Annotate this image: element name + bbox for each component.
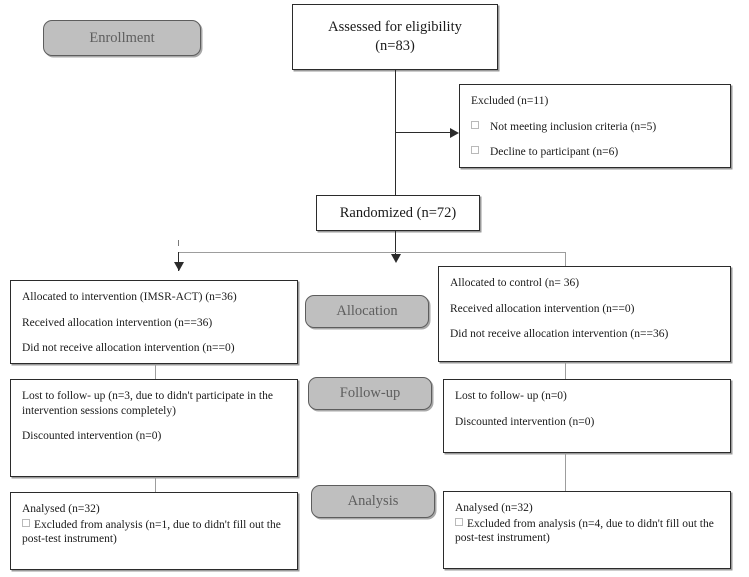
assessed-text: Assessed for eligibility (n=83) <box>293 5 497 69</box>
connector-to-excluded <box>395 132 452 133</box>
assessed-line2: (n=83) <box>375 38 415 54</box>
excluded-item-0: Not meeting inclusion criteria (n=5) <box>471 120 719 135</box>
box-assessed-for-eligibility: Assessed for eligibility (n=83) <box>292 4 498 70</box>
randomized-label: Randomized (n=72) <box>339 204 457 221</box>
stage-label-enrollment: Enrollment <box>43 20 201 56</box>
followup-intervention-line-1: Discounted intervention (n=0) <box>22 430 162 443</box>
checkbox-icon <box>22 518 30 527</box>
box-allocated-intervention: Allocated to intervention (IMSR-ACT) (n=… <box>10 280 298 364</box>
connector-control-alloc-to-followup <box>565 362 566 379</box>
analysis-control-heading: Analysed (n=32) <box>455 502 533 514</box>
analysis-intervention-excluded: Excluded from analysis (n=1, due to didn… <box>22 518 286 547</box>
analysis-control-excluded-text: Excluded from analysis (n=4, due to didn… <box>455 517 714 545</box>
arrow-randomized-split-icon <box>391 254 401 263</box>
excluded-item-1: Decline to participant (n=6) <box>471 145 719 160</box>
stage-label-followup-text: Follow-up <box>339 385 401 401</box>
allocated-control-content: Allocated to control (n= 36) Received al… <box>439 267 730 351</box>
split-line-horizontal <box>178 252 566 253</box>
connector-split-to-intervention <box>178 252 179 271</box>
randomized-text: Randomized (n=72) <box>317 196 479 230</box>
checkbox-icon <box>471 146 479 155</box>
excluded-item-0-text: Not meeting inclusion criteria (n=5) <box>490 120 657 133</box>
box-excluded: Excluded (n=11) Not meeting inclusion cr… <box>459 84 731 168</box>
allocated-intervention-line-2: Did not receive allocation intervention … <box>22 342 235 355</box>
followup-intervention-content: Lost to follow- up (n=3, due to didn't p… <box>11 380 297 453</box>
stage-label-analysis: Analysis <box>311 485 435 518</box>
excluded-heading: Excluded (n=11) <box>471 95 549 107</box>
stage-label-analysis-text: Analysis <box>347 493 399 509</box>
analysis-intervention-excluded-text: Excluded from analysis (n=1, due to didn… <box>22 518 281 546</box>
connector-split-to-control <box>565 252 566 268</box>
allocated-control-line-2: Did not receive allocation intervention … <box>450 328 669 341</box>
stage-label-enrollment-text: Enrollment <box>89 29 155 46</box>
analysis-control-excluded: Excluded from analysis (n=4, due to didn… <box>455 517 719 546</box>
box-followup-control: Lost to follow- up (n=0) Discounted inte… <box>443 379 731 453</box>
box-followup-intervention: Lost to follow- up (n=3, due to didn't p… <box>10 379 298 477</box>
connector-control-followup-to-analysis <box>565 453 566 491</box>
followup-control-line-1: Discounted intervention (n=0) <box>455 415 595 428</box>
stage-label-allocation-text: Allocation <box>336 303 398 319</box>
analysis-intervention-heading: Analysed (n=32) <box>22 503 100 515</box>
connector-intervention-followup-to-analysis <box>155 477 156 492</box>
stage-label-allocation: Allocation <box>305 295 429 328</box>
box-randomized: Randomized (n=72) <box>316 195 480 231</box>
checkbox-icon <box>471 120 479 129</box>
allocated-intervention-content: Allocated to intervention (IMSR-ACT) (n=… <box>11 281 297 365</box>
box-analysis-control: Analysed (n=32) Excluded from analysis (… <box>443 491 731 569</box>
allocated-intervention-line-0: Allocated to intervention (IMSR-ACT) (n=… <box>22 291 237 303</box>
box-allocated-control: Allocated to control (n= 36) Received al… <box>438 266 731 362</box>
allocated-intervention-line-1: Received allocation intervention (n==36) <box>22 316 213 329</box>
followup-control-content: Lost to follow- up (n=0) Discounted inte… <box>444 380 730 438</box>
followup-control-line-0: Lost to follow- up (n=0) <box>455 390 567 402</box>
box-analysis-intervention: Analysed (n=32) Excluded from analysis (… <box>10 492 298 570</box>
arrow-to-intervention-icon <box>174 262 184 271</box>
allocated-control-line-1: Received allocation intervention (n==0) <box>450 302 635 315</box>
excluded-content: Excluded (n=11) Not meeting inclusion cr… <box>460 85 730 169</box>
allocated-control-line-0: Allocated to control (n= 36) <box>450 277 580 289</box>
assessed-line1: Assessed for eligibility <box>328 19 462 36</box>
analysis-intervention-content: Analysed (n=32) Excluded from analysis (… <box>11 493 297 556</box>
analysis-control-content: Analysed (n=32) Excluded from analysis (… <box>444 492 730 555</box>
stage-label-followup: Follow-up <box>308 377 432 410</box>
checkbox-icon <box>455 517 463 526</box>
arrow-to-excluded-icon <box>450 127 459 138</box>
followup-intervention-line-0: Lost to follow- up (n=3, due to didn't p… <box>22 390 273 417</box>
connector-intervention-alloc-to-followup <box>155 364 156 379</box>
excluded-item-1-text: Decline to participant (n=6) <box>490 146 619 159</box>
stray-tick-mark <box>178 240 179 246</box>
connector-randomized-stem <box>395 231 396 258</box>
